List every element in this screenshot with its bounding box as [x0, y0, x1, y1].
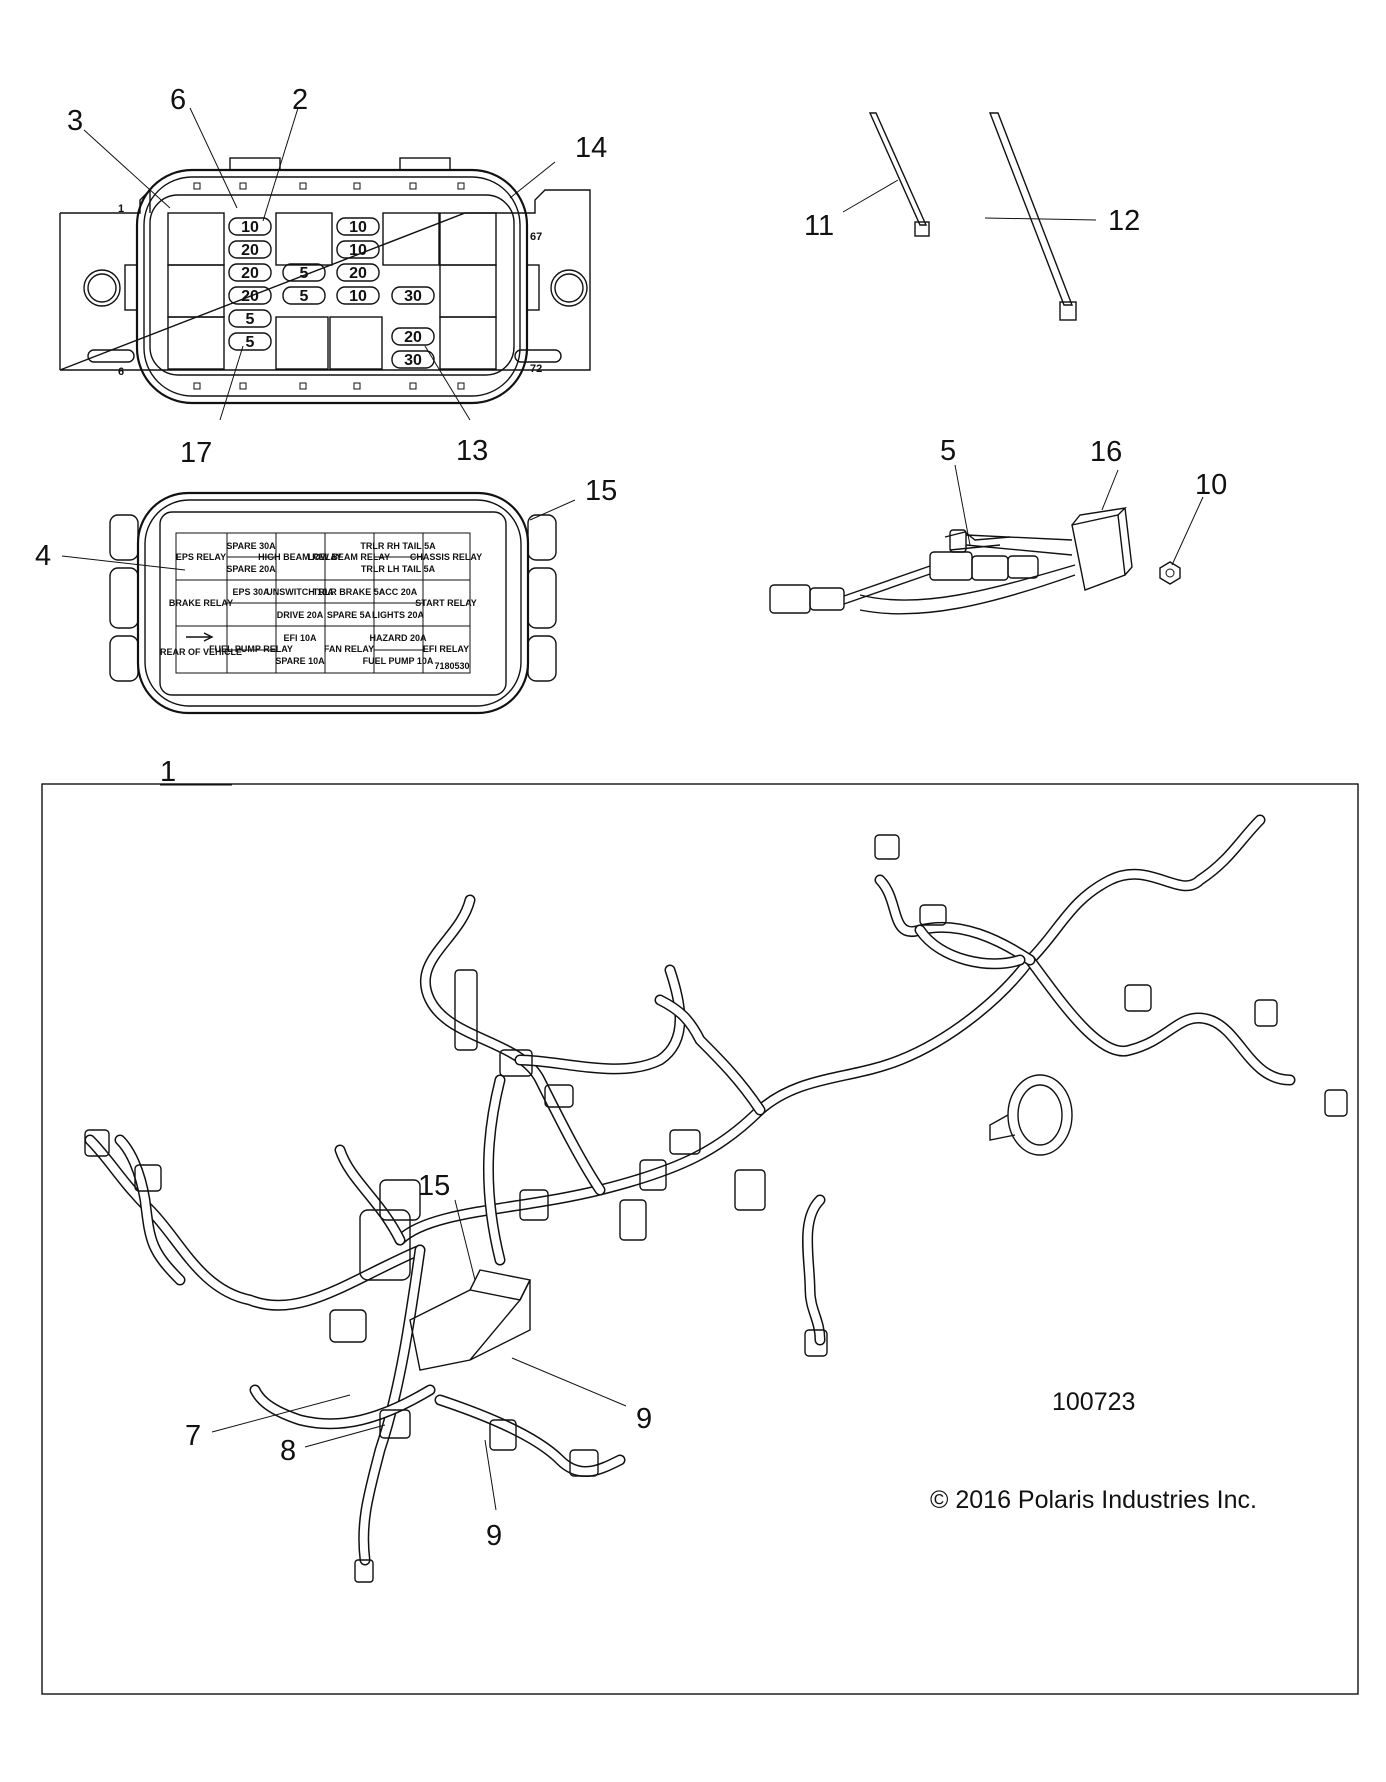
fuse-slot [228, 240, 272, 259]
cover-cell-acc-20a: ACC 20A [379, 587, 418, 597]
cover-cell-fuel-pump-relay: FUEL PUMP RELAY [209, 644, 293, 654]
fuse-slot [228, 217, 272, 236]
callout-leaders [61, 107, 1204, 1511]
fuse-rating-label: 10 [349, 288, 367, 305]
fuse-slot [391, 286, 435, 305]
callout-11: 11 [804, 210, 834, 242]
fuse-slot [228, 332, 272, 351]
callout-15-harness: 15 [418, 1170, 450, 1202]
cable-tie-small [868, 112, 930, 237]
fuse-slot [336, 240, 380, 259]
callout-14: 14 [575, 132, 607, 164]
cover-cell-efi-relay: EFI RELAY [423, 644, 469, 654]
fuse-slot [391, 327, 435, 346]
cover-cell-spare-30a: SPARE 30A [226, 541, 276, 551]
callout-9-lower: 9 [486, 1520, 502, 1552]
fuse-rating-label: 30 [404, 288, 422, 305]
cover-cell-spare-10a: SPARE 10A [275, 656, 325, 666]
fuse-rating-label: 30 [404, 352, 422, 369]
callout-3: 3 [67, 105, 83, 137]
cover-cell-eps-30a: EPS 30A [232, 587, 270, 597]
pin-number-top-right: 67 [530, 231, 542, 243]
callout-numbers: 1 2 3 4 5 6 7 8 9 9 10 11 12 13 14 15 15… [35, 84, 1227, 1552]
cover-cell-spare-5a: SPARE 5A [327, 610, 372, 620]
pin-number-bottom-left: 6 [118, 366, 124, 378]
fuse-box-cover: EPS RELAY SPARE 30A SPARE 20A HIGH BEAM … [109, 491, 557, 715]
pin-number-top-left: 1 [118, 203, 124, 215]
fuse-rating-label: 10 [349, 219, 367, 236]
drawing-reference-number: 100723 [1052, 1388, 1135, 1416]
main-harness-frame [41, 783, 1359, 1695]
cover-cell-efi-10a: EFI 10A [283, 633, 317, 643]
fuse-rating-label: 5 [300, 288, 309, 305]
fuse-rating-label: 10 [349, 242, 367, 259]
cover-cell-lights-20a: LIGHTS 20A [372, 610, 425, 620]
cover-cell-low-beam-relay: LOW BEAM RELAY [308, 552, 390, 562]
cover-cell-chassis-relay: CHASSIS RELAY [410, 552, 482, 562]
callout-2: 2 [292, 84, 308, 116]
fuse-rating-label: 5 [246, 334, 255, 351]
cover-cell-eps-relay: EPS RELAY [176, 552, 226, 562]
main-wire-harness [84, 814, 1296, 1566]
cover-cell-trlr-rh-tail: TRLR RH TAIL 5A [360, 541, 436, 551]
relay-pigtail-assembly [769, 506, 1181, 615]
cover-cell-unswitch-10a: UNSWITCH 10A [266, 587, 334, 597]
fuse-slots: 10 20 20 20 5 5 5 5 10 10 20 10 30 20 30 [228, 217, 435, 369]
arrow-icon [186, 632, 214, 642]
fuse-slot [228, 286, 272, 305]
fuse-rating-label: 20 [241, 265, 259, 282]
callout-13: 13 [456, 435, 488, 467]
cover-cell-high-beam-relay: HIGH BEAM RELAY [258, 552, 342, 562]
fuse-slot [282, 263, 326, 282]
fuse-slot [336, 263, 380, 282]
callout-8: 8 [280, 1435, 296, 1467]
callout-16: 16 [1090, 436, 1122, 468]
callout-10: 10 [1195, 469, 1227, 501]
fuse-rating-label: 5 [246, 311, 255, 328]
fuse-slot [336, 286, 380, 305]
cover-cell-hazard-20a: HAZARD 20A [369, 633, 427, 643]
copyright-notice: © 2016 Polaris Industries Inc. [930, 1486, 1257, 1514]
pin-number-bottom-right: 72 [530, 363, 542, 375]
fuse-rating-label: 5 [300, 265, 309, 282]
callout-12: 12 [1108, 205, 1140, 237]
cover-cell-start-relay: START RELAY [415, 598, 477, 608]
cover-cell-trlr-brake-5a: TRLR BRAKE 5A [313, 587, 386, 597]
fuse-slot [228, 309, 272, 328]
fuse-rating-label: 20 [349, 265, 367, 282]
callout-1: 1 [160, 756, 176, 788]
fuse-rating-label: 20 [404, 329, 422, 346]
fuse-rating-label: 20 [241, 288, 259, 305]
cover-part-number: 7180530 [434, 661, 469, 671]
cover-cell-brake-relay: BRAKE RELAY [169, 598, 233, 608]
callout-6: 6 [170, 84, 186, 116]
fuse-slot [391, 350, 435, 369]
cover-cell-rear-of-vehicle: REAR OF VEHICLE [160, 647, 242, 657]
fuse-rating-label: 20 [241, 242, 259, 259]
callout-15-cover: 15 [585, 475, 617, 507]
callout-5: 5 [940, 435, 956, 467]
fuse-box-open: 1 67 6 72 10 20 20 20 5 5 5 5 10 10 20 10 30 20 30 [59, 157, 591, 405]
callout-4: 4 [35, 540, 51, 572]
cable-tie-large [988, 112, 1077, 321]
cover-cell-fuel-pump-10a: FUEL PUMP 10A [363, 656, 434, 666]
fuse-slot [282, 286, 326, 305]
callout-7: 7 [185, 1420, 201, 1452]
fuse-slot [228, 263, 272, 282]
callout-17: 17 [180, 437, 212, 469]
callout-9-upper: 9 [636, 1403, 652, 1435]
fuse-rating-label: 10 [241, 219, 259, 236]
cover-cell-drive-20a: DRIVE 20A [277, 610, 324, 620]
cover-cell-trlr-lh-tail: TRLR LH TAIL 5A [361, 564, 436, 574]
cover-cell-fan-relay: FAN RELAY [324, 644, 374, 654]
cover-cell-spare-20a: SPARE 20A [226, 564, 276, 574]
fuse-slot [336, 217, 380, 236]
harness-connectors [84, 834, 1348, 1583]
